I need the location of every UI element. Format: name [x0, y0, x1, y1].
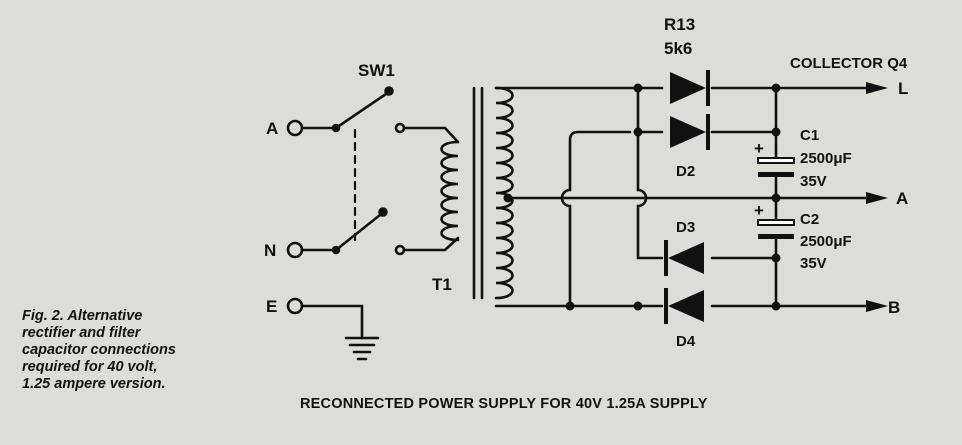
label-r13-value: 5k6 — [664, 39, 692, 58]
diode-d2 — [670, 114, 710, 150]
junction-dots — [503, 83, 781, 311]
caption-line-3: capacitor connections — [22, 342, 176, 358]
terminal-a — [286, 119, 335, 137]
label-t1: T1 — [432, 275, 452, 294]
label-c1: C1 — [800, 127, 819, 144]
transformer-core — [472, 86, 484, 300]
caption-line-2: rectifier and filter — [22, 325, 141, 341]
diagram-title: RECONNECTED POWER SUPPLY FOR 40V 1.25A S… — [300, 396, 708, 412]
label-sw1: SW1 — [358, 61, 395, 80]
label-d3: D3 — [676, 219, 695, 236]
primary-lead-bottom — [402, 236, 460, 252]
label-c1-voltage: 35V — [800, 173, 827, 190]
label-out-b: B — [888, 298, 900, 317]
terminal-e — [286, 297, 364, 340]
label-c1-plus: + — [754, 139, 764, 158]
label-out-a: A — [896, 189, 908, 208]
label-d4: D4 — [676, 333, 696, 350]
wire-d2-return — [560, 130, 632, 308]
caption-line-1: Fig. 2. Alternative — [22, 308, 143, 324]
label-r13: R13 — [664, 15, 695, 34]
label-c1-value: 2500μF — [800, 150, 852, 167]
diode-d4 — [664, 288, 704, 324]
diode-d1 — [670, 70, 710, 106]
label-collector: COLLECTOR Q4 — [790, 55, 908, 72]
capacitor-c2 — [757, 219, 795, 239]
ground-icon — [344, 336, 380, 361]
label-c2-voltage: 35V — [800, 255, 827, 272]
label-c2-plus: + — [754, 201, 764, 220]
label-terminal-a: A — [266, 119, 278, 138]
switch-sw1 — [331, 86, 406, 256]
capacitor-c1 — [757, 157, 795, 177]
primary-coil — [440, 140, 460, 242]
arrow-b-icon — [866, 300, 888, 312]
figure-caption: Fig. 2. Alternative rectifier and filter… — [22, 308, 242, 393]
terminal-n — [286, 241, 335, 259]
caption-line-4: required for 40 volt, — [22, 359, 158, 375]
label-c2: C2 — [800, 211, 819, 228]
arrow-l-icon — [866, 82, 888, 94]
label-terminal-n: N — [264, 241, 276, 260]
primary-lead-top — [402, 126, 460, 144]
wire-d3-anode — [636, 86, 664, 260]
arrow-a-icon — [866, 192, 888, 204]
label-out-l: L — [898, 79, 908, 98]
caption-line-5: 1.25 ampere version. — [22, 376, 166, 392]
diode-d3 — [664, 240, 704, 276]
label-d2: D2 — [676, 163, 695, 180]
label-c2-value: 2500μF — [800, 233, 852, 250]
secondary-coil — [494, 86, 514, 300]
label-terminal-e: E — [266, 297, 277, 316]
